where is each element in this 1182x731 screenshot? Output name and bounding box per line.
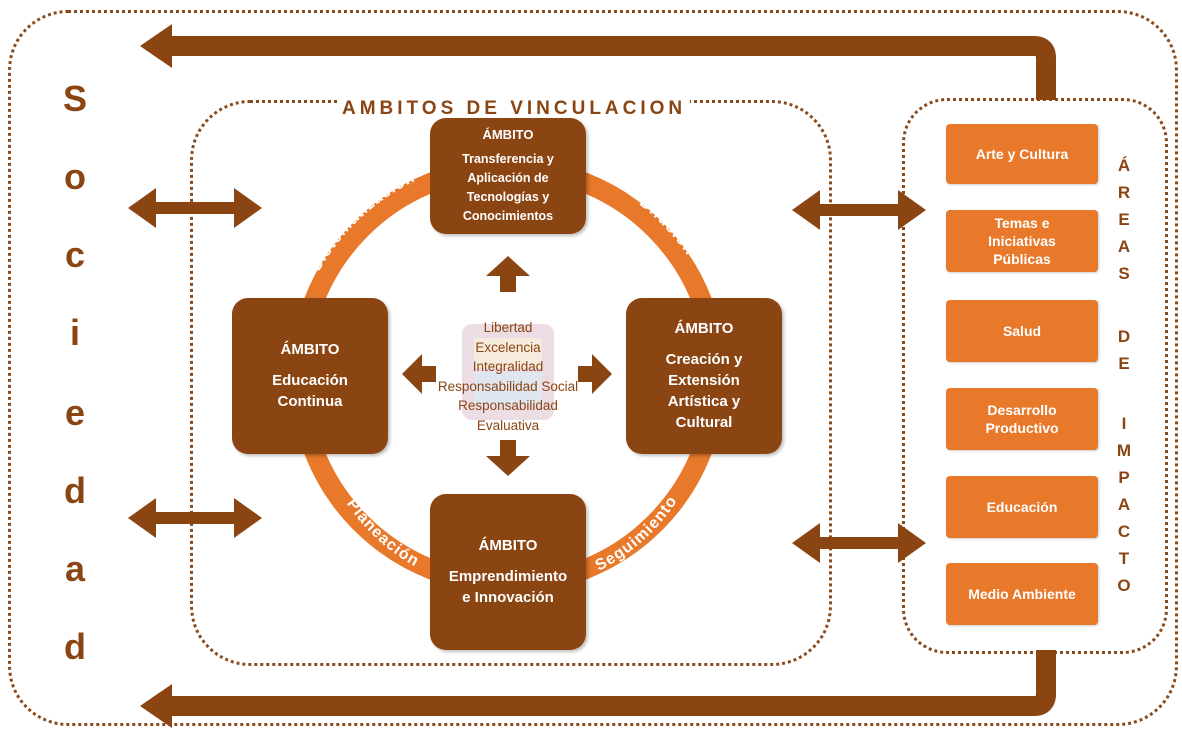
areas-title-letter: A xyxy=(1117,237,1131,256)
bottom-feedback-arrow xyxy=(170,650,1056,716)
area-line: Desarrollo xyxy=(987,402,1057,418)
areas-title-letter: D xyxy=(1117,327,1131,346)
double-arrow-right-bottom xyxy=(792,523,926,563)
institutional-values-list: Libertad Excelencia Integralidad Respons… xyxy=(420,318,596,435)
area-line: Temas e xyxy=(994,215,1050,231)
areas-title-letter: M xyxy=(1116,441,1132,460)
ambito-line: Educación xyxy=(272,371,348,389)
area-line: Arte y Cultura xyxy=(975,146,1069,162)
outer-dotted-frame xyxy=(8,10,1178,726)
sociedad-letter: e xyxy=(64,392,86,433)
ambito-line: Emprendimiento xyxy=(448,567,568,585)
ambito-line: Transferencia y xyxy=(462,151,554,166)
area-arte-cultura: Arte y Cultura xyxy=(946,124,1098,184)
value-item: Excelencia xyxy=(475,339,541,355)
area-desarrollo-productivo: Desarrollo Productivo xyxy=(946,388,1098,450)
center-arrow-right xyxy=(578,354,612,394)
ambito-transferencia-box: ÁMBITO Transferencia y Aplicación de Tec… xyxy=(430,118,586,234)
areas-title-letter: S xyxy=(1118,264,1130,283)
ambito-body: Transferencia y Aplicación de Tecnología… xyxy=(462,150,554,226)
areas-title-letter: I xyxy=(1121,414,1127,433)
ambito-body: Emprendimiento e Innovación xyxy=(449,566,567,608)
center-arrow-left xyxy=(402,354,436,394)
areas-title-letter: C xyxy=(1117,522,1131,541)
areas-title-letter: O xyxy=(1117,576,1131,595)
sociedad-letter: a xyxy=(64,548,86,589)
value-item: Integralidad xyxy=(472,359,544,374)
area-line: Salud xyxy=(1002,323,1042,339)
ring-label-seguimiento: Seguimiento xyxy=(593,493,681,575)
areas-title-letter: Á xyxy=(1117,156,1131,175)
ambito-heading: ÁMBITO xyxy=(482,126,534,142)
center-arrow-up xyxy=(486,256,530,292)
ambito-line: Artística y xyxy=(667,392,741,410)
sociedad-letter: c xyxy=(64,234,86,275)
ambito-line: Tecnologías y xyxy=(466,189,550,204)
ambito-body: Educación Continua xyxy=(272,370,348,412)
ambito-line: e Innovación xyxy=(462,588,554,606)
ambito-emprendimiento-box: ÁMBITO Emprendimiento e Innovación xyxy=(430,494,586,650)
sociedad-letter: S xyxy=(62,78,87,119)
ambito-heading: ÁMBITO xyxy=(478,536,538,554)
ambito-line: Aplicación de xyxy=(467,170,549,185)
area-line: Educación xyxy=(986,499,1058,515)
ambito-line: Cultural xyxy=(675,413,733,431)
bottom-feedback-arrowhead xyxy=(140,684,172,728)
areas-title-letter: E xyxy=(1118,210,1130,229)
area-line: Iniciativas xyxy=(988,233,1056,249)
double-arrow-right-top xyxy=(792,190,926,230)
value-item: Evaluativa xyxy=(476,417,540,433)
sociedad-letter: i xyxy=(69,312,80,353)
areas-title-letter: E xyxy=(1118,354,1130,373)
sociedad-letter: o xyxy=(64,156,86,197)
area-line: Públicas xyxy=(993,251,1051,267)
top-feedback-arrowhead xyxy=(140,24,172,68)
area-line: Medio Ambiente xyxy=(968,586,1076,602)
double-arrow-left-bottom xyxy=(128,498,262,538)
center-arrow-down xyxy=(486,440,530,476)
area-temas-iniciativas: Temas e Iniciativas Públicas xyxy=(946,210,1098,272)
ambito-heading: ÁMBITO xyxy=(674,319,734,337)
faint-emblem xyxy=(462,324,554,420)
ambito-line: Creación y xyxy=(665,350,743,368)
area-medio-ambiente: Medio Ambiente xyxy=(946,563,1098,625)
areas-title-letter: A xyxy=(1117,495,1131,514)
ambito-line: Conocimientos xyxy=(462,208,554,223)
ambito-heading: ÁMBITO xyxy=(280,340,340,358)
ambito-body: Creación y Extensión Artística y Cultura… xyxy=(666,349,743,433)
ambito-line: Continua xyxy=(277,392,343,410)
area-salud: Salud xyxy=(946,300,1098,362)
ambitos-title: AMBITOS DE VINCULACION xyxy=(338,98,691,120)
area-line: Productivo xyxy=(985,420,1059,436)
sociedad-letter: d xyxy=(64,626,86,667)
top-feedback-arrow xyxy=(170,36,1056,100)
value-item: Libertad xyxy=(483,320,533,335)
ambito-line: Extensión xyxy=(668,371,740,389)
areas-title-letter: P xyxy=(1118,468,1130,487)
double-arrow-left-top xyxy=(128,188,262,228)
area-educacion: Educación xyxy=(946,476,1098,538)
value-item: Responsabilidad xyxy=(458,398,558,413)
ambito-creacion-box: ÁMBITO Creación y Extensión Artística y … xyxy=(626,298,782,454)
ring-label-planeacion: Planeación xyxy=(343,496,422,571)
areas-dotted-frame xyxy=(902,98,1168,654)
ambito-educacion-continua-box: ÁMBITO Educación Continua xyxy=(232,298,388,454)
areas-title-letter: T xyxy=(1118,549,1130,568)
sociedad-letter: d xyxy=(64,470,86,511)
areas-title-letter: R xyxy=(1117,183,1131,202)
value-item: Responsabilidad Social xyxy=(437,378,579,394)
ring-label-sistematizacion: Sistematización xyxy=(307,169,418,274)
